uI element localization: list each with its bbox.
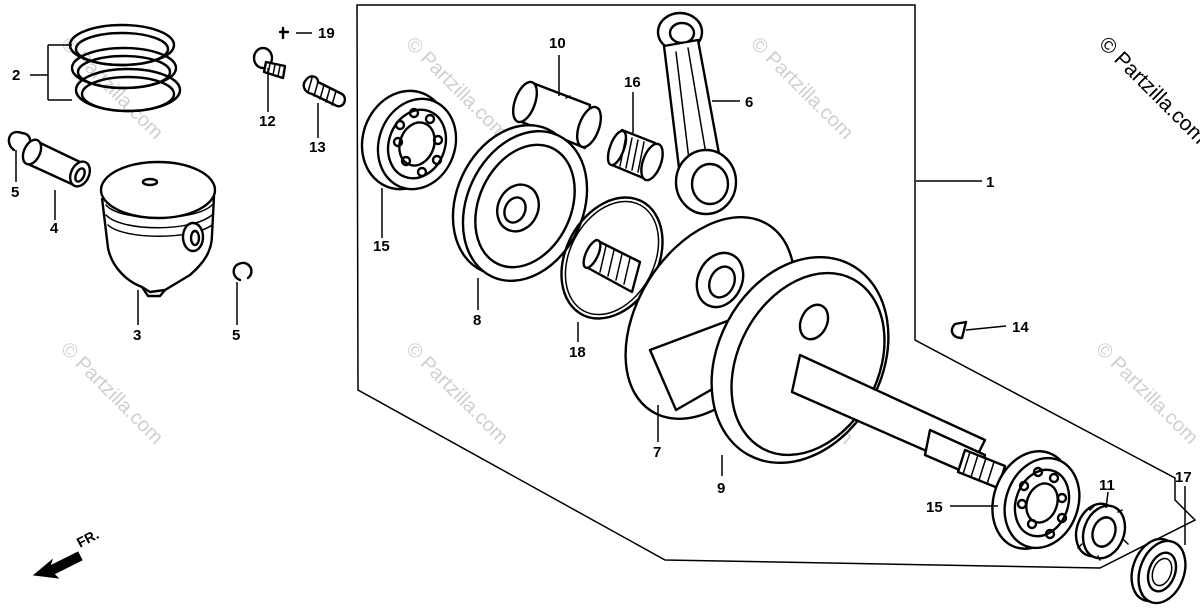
ball-bearing xyxy=(360,89,458,191)
crank-pin xyxy=(511,80,603,150)
callout-14: 14 xyxy=(1012,319,1029,336)
front-direction-arrow: FR. xyxy=(32,526,101,579)
spring xyxy=(302,75,347,108)
callout-labels: 1 2 3 4 5 5 6 7 8 9 10 11 12 13 14 15 15… xyxy=(11,25,1192,516)
watermark: © Partzilla.com xyxy=(746,33,857,144)
connecting-rod xyxy=(656,11,738,216)
ball-bearing xyxy=(991,450,1081,550)
watermark: © Partzilla.com xyxy=(1091,338,1200,449)
callout-5: 5 xyxy=(11,184,19,201)
callout-17: 17 xyxy=(1175,469,1192,486)
oil-seal xyxy=(1130,537,1187,605)
woodruff-key xyxy=(950,320,968,340)
piston-pin-clip xyxy=(232,261,253,282)
callout-3: 3 xyxy=(133,327,141,344)
callout-4: 4 xyxy=(50,220,59,237)
callout-1: 1 xyxy=(986,174,994,191)
callout-16: 16 xyxy=(624,74,641,91)
lock-nut xyxy=(1074,502,1129,561)
piston-pin xyxy=(21,138,92,188)
front-indicator: FR. xyxy=(74,526,101,551)
callout-15: 15 xyxy=(926,499,943,516)
watermark-corner: © Partzilla.com xyxy=(1094,32,1200,148)
leader-lines xyxy=(15,32,1186,545)
callout-13: 13 xyxy=(309,139,326,156)
callout-2: 2 xyxy=(12,67,20,84)
needle-bearing xyxy=(606,128,664,182)
watermark: © Partzilla.com xyxy=(401,338,512,449)
piston xyxy=(99,160,217,298)
callout-19: 19 xyxy=(318,25,335,42)
crank-flywheel-left xyxy=(451,123,589,283)
callout-10: 10 xyxy=(549,35,566,52)
watermark: © Partzilla.com xyxy=(56,338,167,449)
callout-12: 12 xyxy=(259,113,276,130)
bolt xyxy=(252,46,287,80)
callout-11: 11 xyxy=(1099,477,1115,494)
callout-18: 18 xyxy=(569,344,586,361)
watermarks: © Partzilla.com © Partzilla.com © Partzi… xyxy=(56,32,1200,449)
callout-15: 15 xyxy=(373,238,390,255)
callout-8: 8 xyxy=(473,312,481,329)
callout-7: 7 xyxy=(653,444,661,461)
callout-6: 6 xyxy=(745,94,753,111)
callout-5: 5 xyxy=(232,327,240,344)
pin xyxy=(278,26,290,40)
callout-9: 9 xyxy=(717,480,725,497)
